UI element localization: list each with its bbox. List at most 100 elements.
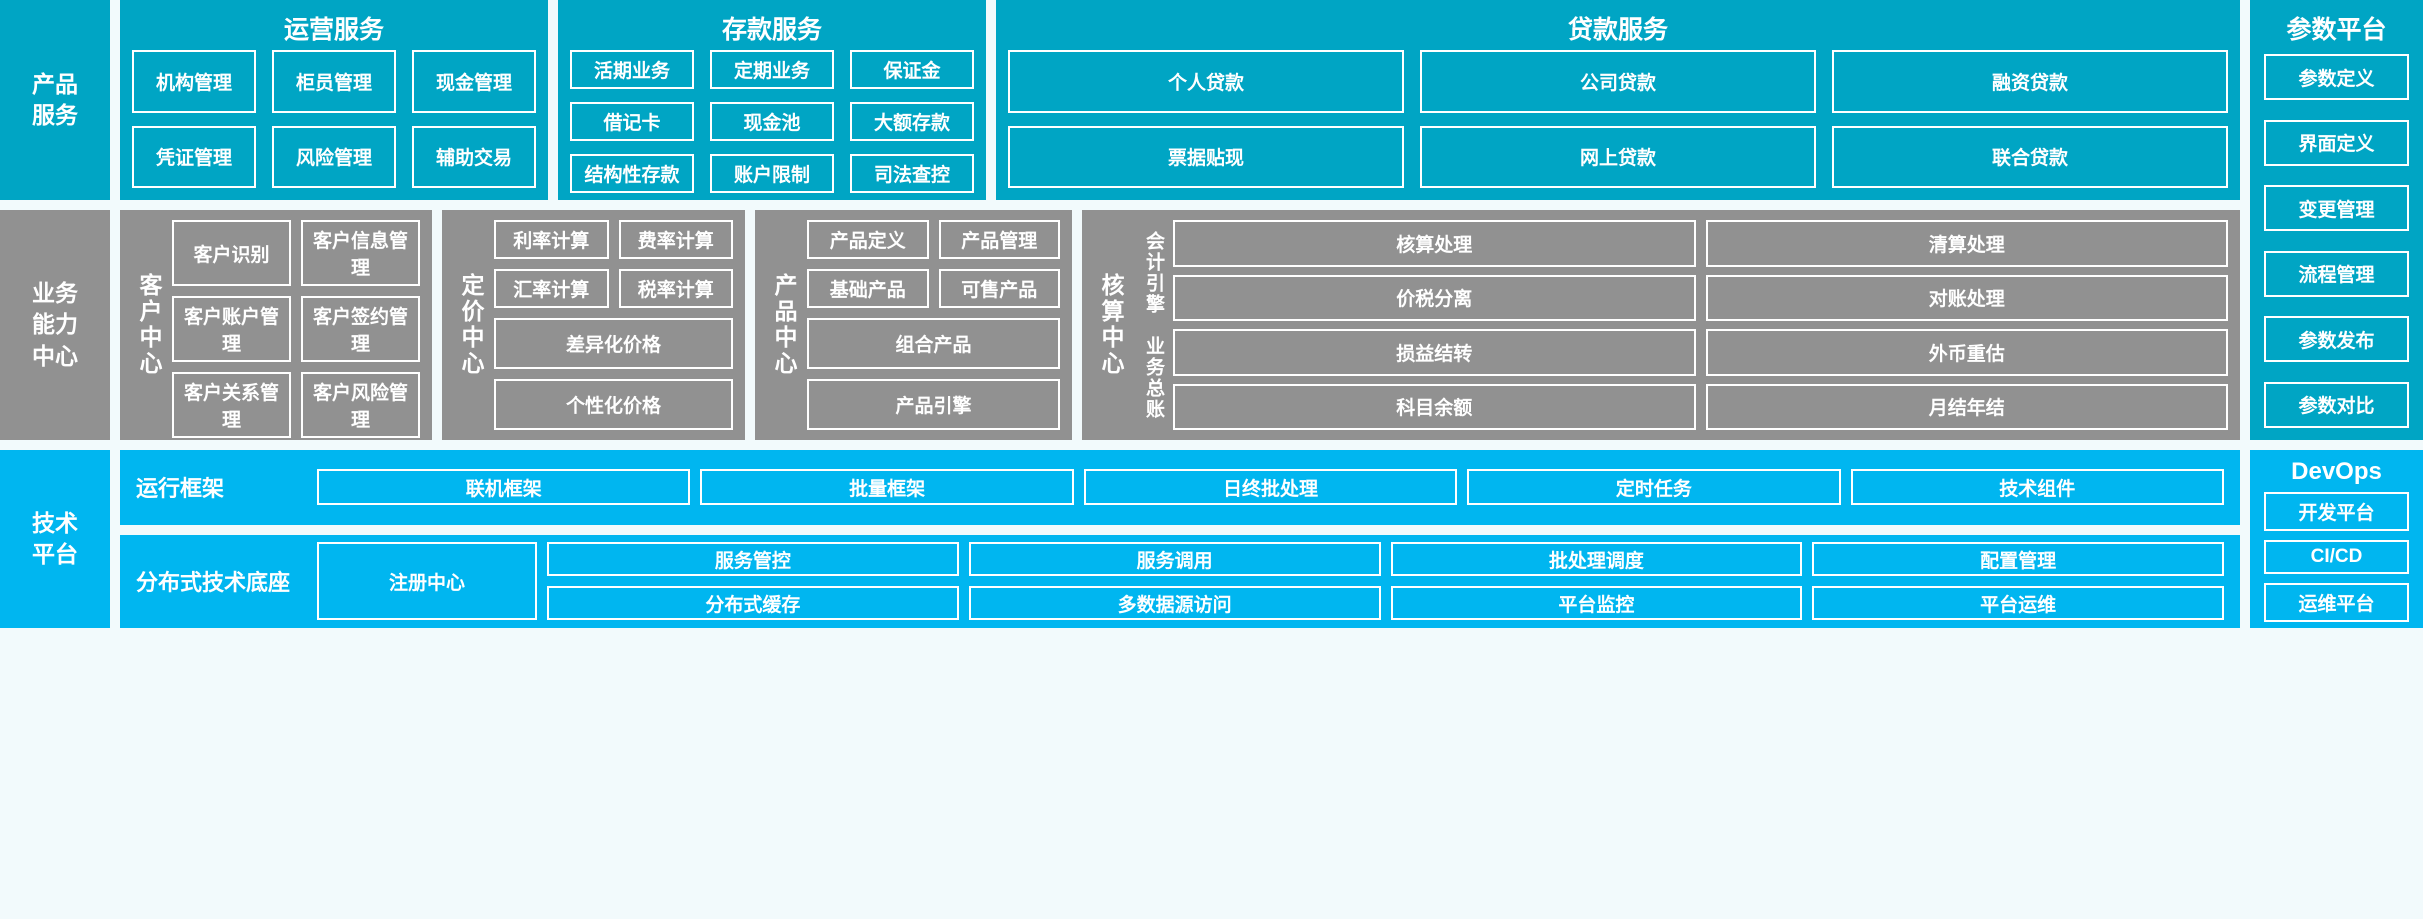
tech-cell-scheduled-task[interactable]: 定时任务 xyxy=(1467,469,1841,506)
operation-services-grid: 机构管理 柜员管理 现金管理 凭证管理 风险管理 辅助交易 xyxy=(132,50,536,188)
param-cell-parameter-definition[interactable]: 参数定义 xyxy=(2264,54,2409,100)
capability-cell-month-year-end-closing[interactable]: 月结年结 xyxy=(1705,383,2228,430)
capability-cell-basic-product[interactable]: 基础产品 xyxy=(807,269,929,308)
param-cell-interface-definition[interactable]: 界面定义 xyxy=(2264,119,2409,166)
devops-cell-ci-cd[interactable]: CI/CD xyxy=(2264,540,2409,574)
panel-operation-services[interactable]: 运营服务 机构管理 柜员管理 现金管理 凭证管理 风险管理 辅助交易 xyxy=(120,0,548,200)
param-cell-change-management[interactable]: 变更管理 xyxy=(2264,185,2409,232)
capability-cell-product-engine[interactable]: 产品引擎 xyxy=(807,379,1060,430)
tech-cell-configuration-management[interactable]: 配置管理 xyxy=(1812,542,2224,577)
service-cell-judicial-control[interactable]: 司法查控 xyxy=(850,154,974,193)
product-center-grid: 产品定义 产品管理 基础产品 可售产品 xyxy=(807,220,1060,308)
capability-cell-customer-identification[interactable]: 客户识别 xyxy=(172,220,291,286)
capability-cell-fee-rate-calculation[interactable]: 费率计算 xyxy=(618,220,733,259)
service-cell-risk-management[interactable]: 风险管理 xyxy=(272,125,396,188)
capability-cell-accounting-processing[interactable]: 核算处理 xyxy=(1173,220,1696,267)
capability-cell-customer-risk-management[interactable]: 客户风险管理 xyxy=(301,372,420,438)
param-cell-parameter-publish[interactable]: 参数发布 xyxy=(2264,316,2409,363)
devops-cell-development-platform[interactable]: 开发平台 xyxy=(2264,492,2409,531)
service-cell-voucher-management[interactable]: 凭证管理 xyxy=(132,125,256,188)
capability-cell-tax-rate-calculation[interactable]: 税率计算 xyxy=(618,269,733,308)
accounting-sublabel-accounting-engine: 会计引擎 xyxy=(1143,230,1164,315)
capability-cell-account-balance[interactable]: 科目余额 xyxy=(1173,383,1696,430)
tech-cell-batch-framework[interactable]: 批量框架 xyxy=(700,469,1074,506)
panel-title-parameter-platform: 参数平台 xyxy=(2286,16,2387,44)
tech-cell-registry-center[interactable]: 注册中心 xyxy=(317,542,537,621)
layer-technical-platform: 技术 平台 运行框架 联机框架 批量框架 日终批处理 定时任务 技术组件 分布式… xyxy=(0,450,2423,628)
accounting-inner: 会计引擎 业务总账 核算处理 清算处理 价税分离 对账处理 损益结转 外币重估 … xyxy=(1134,220,2228,430)
devops-cell-operations-platform[interactable]: 运维平台 xyxy=(2264,583,2409,622)
tech-cell-platform-monitoring[interactable]: 平台监控 xyxy=(1390,586,1803,621)
service-cell-corporate-loan[interactable]: 公司贷款 xyxy=(1420,50,1816,113)
panel-title-devops: DevOps xyxy=(2291,458,2382,485)
service-cell-auxiliary-transaction[interactable]: 辅助交易 xyxy=(412,125,536,188)
service-cell-org-management[interactable]: 机构管理 xyxy=(132,50,256,113)
capability-cell-composite-product[interactable]: 组合产品 xyxy=(807,318,1060,369)
tech-cell-multi-datasource-access[interactable]: 多数据源访问 xyxy=(968,586,1381,621)
service-cell-cash-pool[interactable]: 现金池 xyxy=(710,102,834,141)
panel-loan-services[interactable]: 贷款服务 个人贷款 公司贷款 融资贷款 票据贴现 网上贷款 联合贷款 xyxy=(996,0,2240,200)
service-cell-teller-management[interactable]: 柜员管理 xyxy=(272,50,396,113)
center-accounting[interactable]: 核算中心 会计引擎 业务总账 核算处理 清算处理 价税分离 对账处理 损益结转 xyxy=(1082,210,2240,440)
capability-cell-customer-contract-management[interactable]: 客户签约管理 xyxy=(301,296,420,362)
capability-cell-settlement-processing[interactable]: 清算处理 xyxy=(1705,220,2228,267)
tech-cell-service-governance[interactable]: 服务管控 xyxy=(547,542,959,577)
param-cell-parameter-comparison[interactable]: 参数对比 xyxy=(2264,381,2409,428)
capability-cell-profit-loss-carryover[interactable]: 损益结转 xyxy=(1173,329,1696,376)
panel-deposit-services[interactable]: 存款服务 活期业务 定期业务 保证金 借记卡 现金池 大额存款 结构性存款 账户… xyxy=(558,0,986,200)
panel-title-operation-services: 运营服务 xyxy=(283,16,384,44)
center-pricing[interactable]: 定价中心 利率计算 费率计算 汇率计算 税率计算 差异化价格 个性化价格 xyxy=(442,210,745,440)
service-cell-large-deposit[interactable]: 大额存款 xyxy=(850,102,974,141)
capability-cell-customer-relationship-management[interactable]: 客户关系管理 xyxy=(172,372,291,438)
center-customer[interactable]: 客户中心 客户识别 客户信息管理 客户账户管理 客户签约管理 客户关系管理 客户… xyxy=(120,210,432,440)
band-runtime-framework[interactable]: 运行框架 联机框架 批量框架 日终批处理 定时任务 技术组件 xyxy=(120,450,2240,525)
service-cell-syndicated-loan[interactable]: 联合贷款 xyxy=(1832,125,2228,188)
capability-cell-reconciliation-processing[interactable]: 对账处理 xyxy=(1705,274,2228,321)
service-cell-online-loan[interactable]: 网上贷款 xyxy=(1420,125,1816,188)
band-label-distributed-base: 分布式技术底座 xyxy=(136,570,291,596)
panel-title-loan-services: 贷款服务 xyxy=(1567,16,1668,44)
service-cell-debit-card[interactable]: 借记卡 xyxy=(570,102,694,141)
pricing-center-grid: 利率计算 费率计算 汇率计算 税率计算 xyxy=(494,220,733,308)
service-cell-cash-management[interactable]: 现金管理 xyxy=(412,50,536,113)
service-cell-time-deposit[interactable]: 定期业务 xyxy=(710,50,834,89)
service-cell-financing-loan[interactable]: 融资贷款 xyxy=(1832,50,2228,113)
loan-services-grid: 个人贷款 公司贷款 融资贷款 票据贴现 网上贷款 联合贷款 xyxy=(1008,50,2228,188)
panel-devops[interactable]: DevOps 开发平台 CI/CD 运维平台 xyxy=(2250,450,2423,628)
panel-parameter-platform[interactable]: 参数平台 参数定义 界面定义 变更管理 流程管理 参数发布 参数对比 xyxy=(2250,0,2423,440)
capability-cell-price-tax-separation[interactable]: 价税分离 xyxy=(1173,274,1696,321)
param-cell-process-management[interactable]: 流程管理 xyxy=(2264,250,2409,297)
layer-label-product-services: 产品 服务 xyxy=(0,0,110,200)
capability-cell-exchange-rate-calculation[interactable]: 汇率计算 xyxy=(494,269,609,308)
capability-cell-product-management[interactable]: 产品管理 xyxy=(938,220,1060,259)
tech-cell-technical-component[interactable]: 技术组件 xyxy=(1850,469,2224,506)
service-cell-margin-deposit[interactable]: 保证金 xyxy=(850,50,974,89)
tech-cell-end-of-day-batch[interactable]: 日终批处理 xyxy=(1083,469,1458,506)
technical-platform-bands: 运行框架 联机框架 批量框架 日终批处理 定时任务 技术组件 分布式技术底座 注… xyxy=(120,450,2240,628)
service-cell-account-restriction[interactable]: 账户限制 xyxy=(710,154,834,193)
capability-cell-personalized-pricing[interactable]: 个性化价格 xyxy=(494,379,733,430)
upper-left: 产品 服务 运营服务 机构管理 柜员管理 现金管理 凭证管理 风险管理 辅助交易 xyxy=(0,0,2240,440)
service-cell-structured-deposit[interactable]: 结构性存款 xyxy=(570,154,694,193)
tech-cell-online-framework[interactable]: 联机框架 xyxy=(317,469,691,506)
service-cell-demand-deposit[interactable]: 活期业务 xyxy=(570,50,694,89)
capability-cell-foreign-currency-revaluation[interactable]: 外币重估 xyxy=(1705,329,2228,376)
service-cell-bill-discount[interactable]: 票据贴现 xyxy=(1008,125,1404,188)
center-title-customer: 客户中心 xyxy=(136,273,162,377)
capability-cell-customer-info-management[interactable]: 客户信息管理 xyxy=(301,220,420,286)
center-title-product: 产品中心 xyxy=(771,273,797,377)
tech-cell-platform-operations[interactable]: 平台运维 xyxy=(1812,586,2224,621)
capability-cell-sellable-product[interactable]: 可售产品 xyxy=(938,269,1060,308)
capability-cell-interest-rate-calculation[interactable]: 利率计算 xyxy=(494,220,609,259)
tech-cell-service-invocation[interactable]: 服务调用 xyxy=(968,542,1381,577)
center-product[interactable]: 产品中心 产品定义 产品管理 基础产品 可售产品 组合产品 产品引擎 xyxy=(755,210,1072,440)
capability-cell-differentiated-pricing[interactable]: 差异化价格 xyxy=(494,318,733,369)
band-distributed-base[interactable]: 分布式技术底座 注册中心 服务管控 服务调用 批处理调度 配置管理 分布式缓存 … xyxy=(120,534,2240,628)
capability-cell-product-definition[interactable]: 产品定义 xyxy=(807,220,929,259)
panel-title-deposit-services: 存款服务 xyxy=(721,16,822,44)
tech-cell-distributed-cache[interactable]: 分布式缓存 xyxy=(547,586,959,621)
tech-cell-batch-scheduling[interactable]: 批处理调度 xyxy=(1390,542,1803,577)
capability-cell-customer-account-management[interactable]: 客户账户管理 xyxy=(172,296,291,362)
runtime-framework-cells: 联机框架 批量框架 日终批处理 定时任务 技术组件 xyxy=(317,469,2224,506)
service-cell-personal-loan[interactable]: 个人贷款 xyxy=(1008,50,1404,113)
